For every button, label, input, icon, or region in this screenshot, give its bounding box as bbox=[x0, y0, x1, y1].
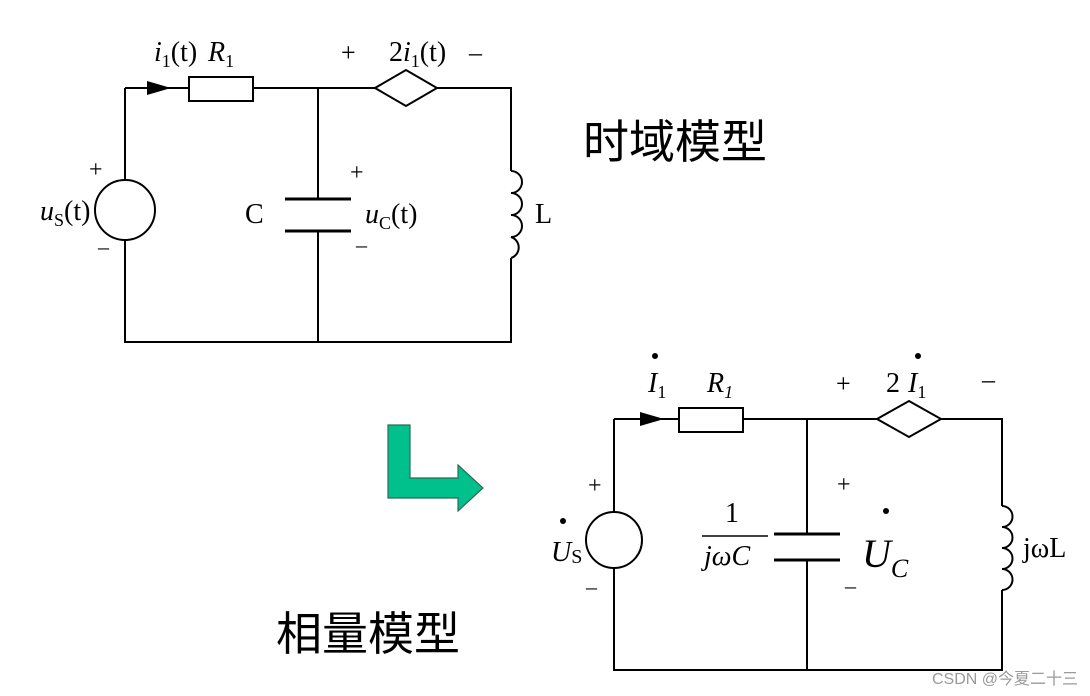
phasor-dependent-source bbox=[874, 399, 944, 439]
capacitor-impedance-denominator: jωC bbox=[701, 541, 751, 572]
capacitor-name: C bbox=[245, 199, 264, 230]
phasor-capacitor-plus: + bbox=[837, 472, 851, 498]
capacitor-minus: – bbox=[355, 232, 368, 257]
capacitor-impedance-numerator: 1 bbox=[725, 498, 739, 529]
phasor-capacitor-voltage-label: UC bbox=[862, 531, 909, 583]
voltage-source bbox=[94, 179, 156, 241]
time-domain-circuit: i1(t) R1 + 2i1(t) – + – uS(t) C + – uC(t… bbox=[40, 37, 552, 343]
capacitor-c bbox=[285, 197, 351, 233]
dependent-source bbox=[373, 68, 439, 108]
source-label: uS(t) bbox=[40, 196, 90, 230]
dep-phasor-dot bbox=[915, 353, 921, 359]
current-arrow bbox=[147, 81, 171, 95]
dep-source-label: 2i1(t) bbox=[389, 37, 446, 71]
current-label: i1(t) bbox=[154, 37, 197, 71]
source-minus: – bbox=[97, 234, 110, 259]
phasor-resistor-r1 bbox=[678, 407, 744, 433]
phasor-current-label: I1 bbox=[647, 368, 666, 402]
inductor-l bbox=[510, 170, 523, 259]
resistor-r1 bbox=[188, 76, 254, 102]
uc-phasor-dot bbox=[883, 508, 889, 514]
transform-arrow bbox=[387, 424, 484, 513]
current-phasor-dot bbox=[652, 353, 658, 359]
phasor-voltage-source bbox=[585, 511, 643, 569]
phasor-capacitor bbox=[774, 532, 840, 562]
inductor-label: L bbox=[535, 199, 552, 230]
dep-plus: + bbox=[341, 38, 356, 67]
phasor-dep-plus: + bbox=[836, 369, 851, 398]
source-plus: + bbox=[89, 157, 103, 183]
phasor-wires bbox=[613, 418, 1003, 671]
phasor-current-arrow bbox=[640, 412, 664, 426]
phasor-inductor-label: jωL bbox=[1022, 533, 1066, 564]
time-domain-title: 时域模型 bbox=[583, 115, 767, 169]
phasor-source-label: US bbox=[551, 537, 582, 568]
resistor-label: R1 bbox=[207, 37, 234, 71]
capacitor-plus: + bbox=[350, 160, 364, 186]
phasor-source-plus: + bbox=[588, 473, 602, 499]
phasor-dep-minus: – bbox=[981, 365, 996, 394]
phasor-domain-title: 相量模型 bbox=[276, 607, 460, 661]
phasor-capacitor-minus: – bbox=[844, 573, 857, 598]
watermark: CSDN @今夏二十三 bbox=[932, 670, 1078, 688]
capacitor-voltage-label: uC(t) bbox=[365, 199, 417, 233]
phasor-inductor bbox=[1001, 505, 1014, 591]
source-phasor-dot bbox=[560, 518, 566, 524]
phasor-resistor-label: R1 bbox=[706, 368, 733, 402]
time-wires bbox=[124, 87, 512, 343]
phasor-source-minus: – bbox=[585, 574, 598, 599]
dep-minus: – bbox=[468, 38, 483, 67]
